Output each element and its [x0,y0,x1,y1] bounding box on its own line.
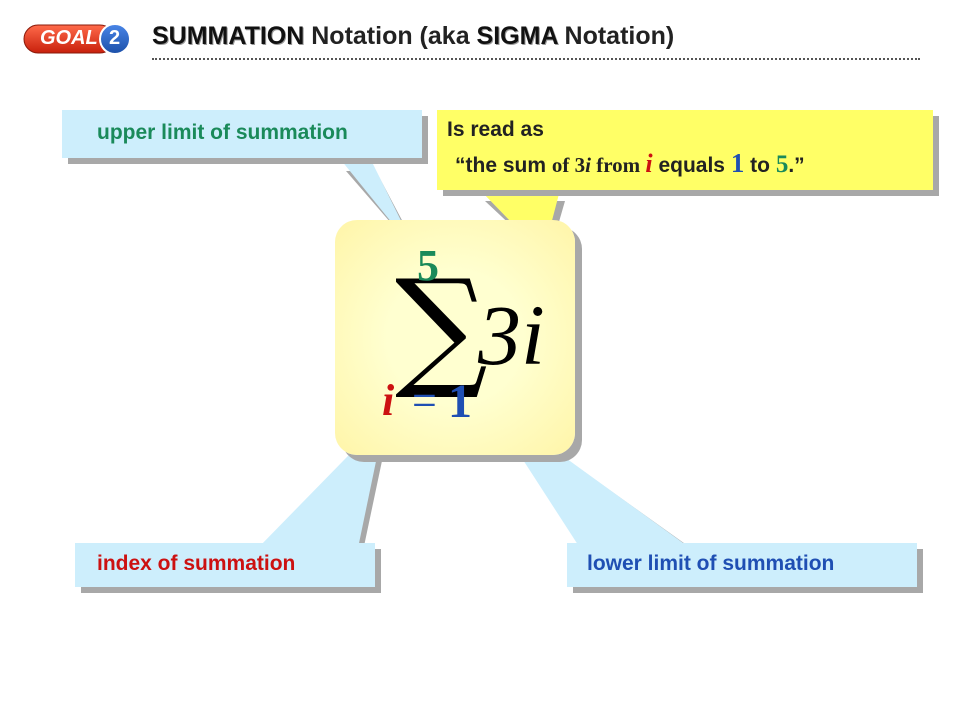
formula-tile [335,220,575,455]
read-five: 5 [775,151,789,178]
index-variable: i [382,376,395,425]
title-divider [152,58,920,60]
lower-limit-value: 1 [448,375,472,428]
upper-limit-value: 5 [417,241,439,290]
read-one: 1 [730,148,745,178]
summand-term: 3i [478,287,545,383]
read-i1: i [585,153,591,177]
title-keyword-sigma: SIGMA [476,22,558,50]
goal-badge-number: 2 [109,27,121,49]
read-of: of 3 [551,153,586,177]
goal-badge: GOAL 2 [22,22,134,56]
index-equals: = [412,376,437,425]
page-title: SUMMATION Notation (aka SIGMA Notation) [152,22,674,51]
index-label: index of summation [97,552,296,575]
lower-limit-label: lower limit of summation [587,552,835,575]
title-end: Notation) [557,22,675,50]
index-callout [75,543,375,587]
read-as-line1: Is read as [447,118,544,141]
lower-limit-callout [567,543,917,587]
read-as-line2: “the sum of 3i from i equals 1 to 5.” [455,148,805,179]
title-middle: Notation (aka [304,22,477,50]
upper-limit-label: upper limit of summation [97,121,348,144]
read-i2: i [645,149,653,178]
read-as-callout [437,110,933,190]
title-keyword-summation: SUMMATION [152,22,305,50]
goal-badge-icon [23,23,131,55]
read-quote-open: “the sum [455,154,552,177]
sigma-symbol: ∑ [395,251,488,403]
read-to: to [744,154,776,177]
read-from: from [590,153,646,177]
upper-limit-callout [62,110,422,158]
read-equals: equals [652,154,731,177]
goal-badge-text: GOAL [40,27,98,49]
read-quote-close: .” [788,154,805,177]
